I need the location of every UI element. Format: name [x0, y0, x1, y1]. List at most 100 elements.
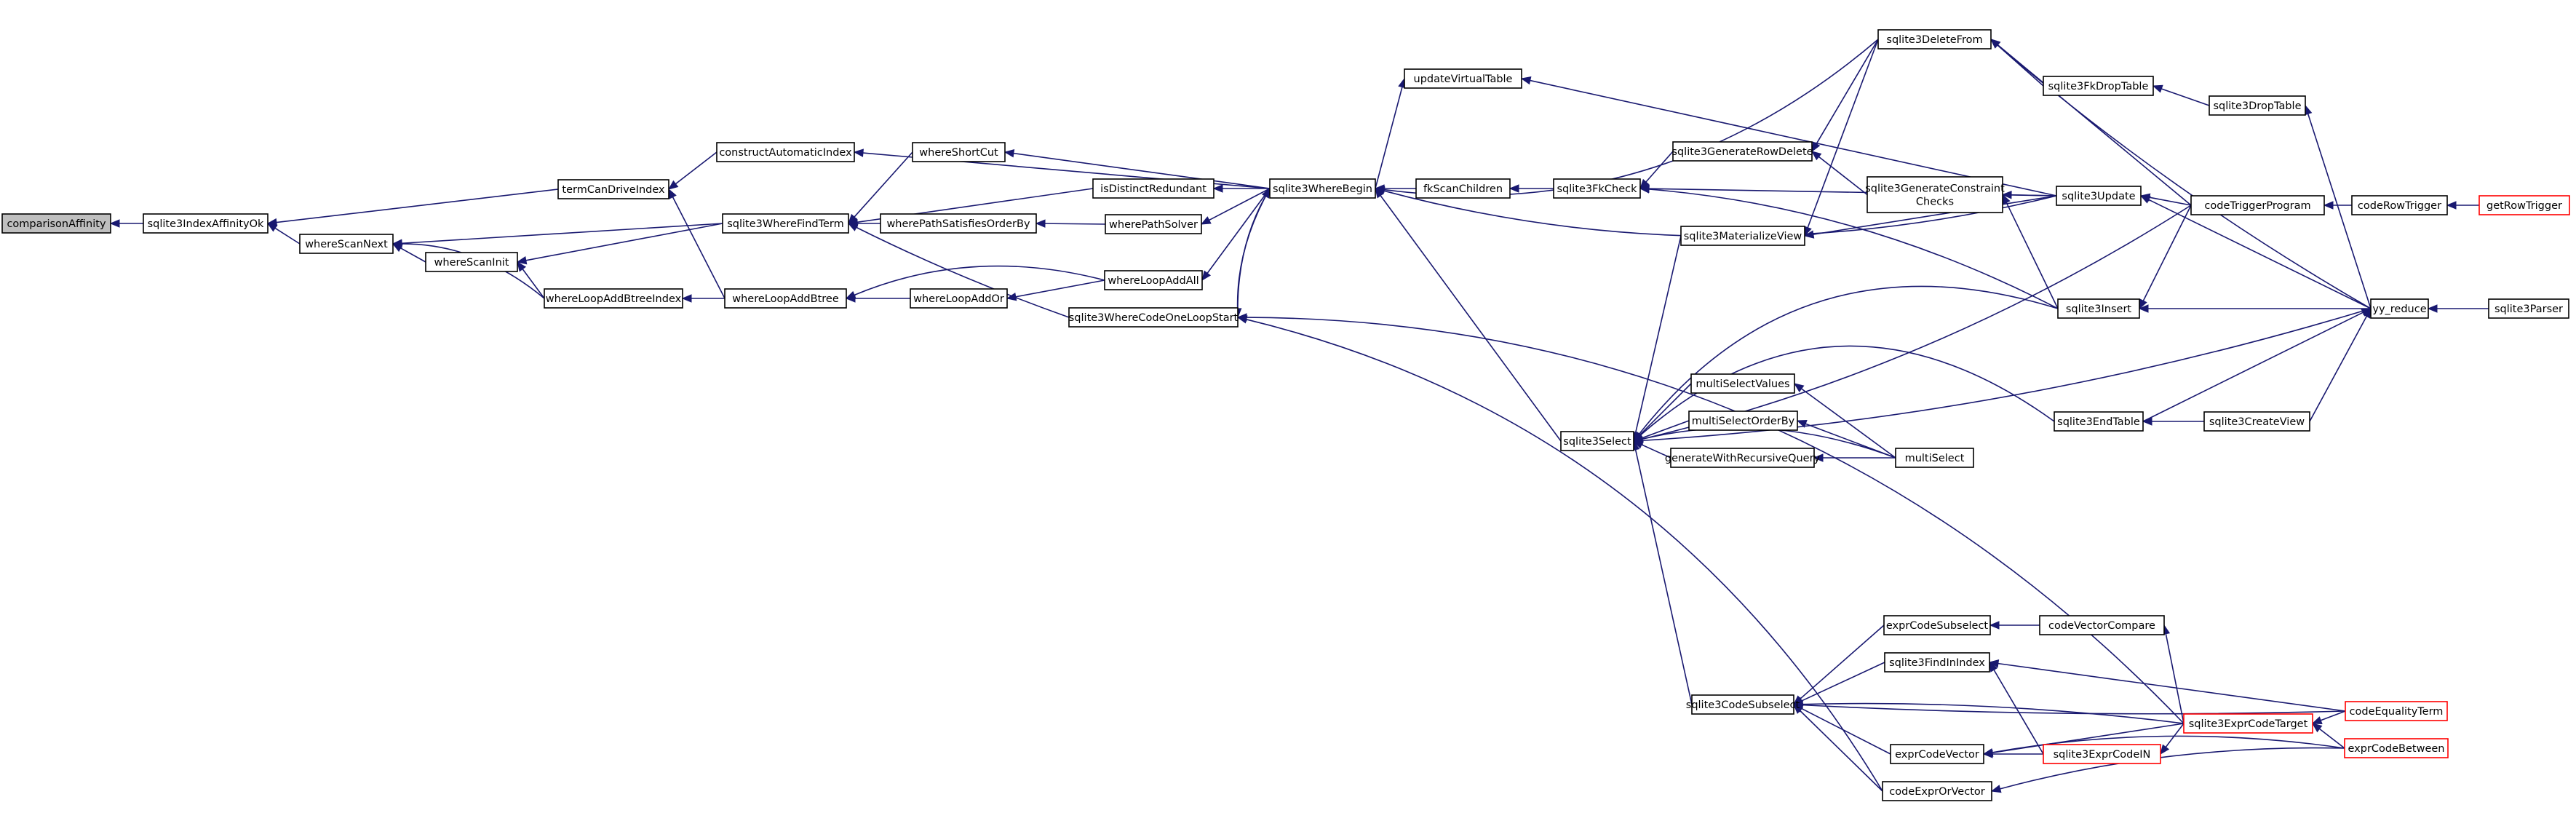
node-multiSelectValues[interactable]: multiSelectValues	[1690, 373, 1795, 394]
node-box	[1672, 141, 1813, 162]
edge-line	[1639, 383, 1692, 436]
node-multiSelectOrderBy[interactable]: multiSelectOrderBy	[1688, 410, 1798, 431]
node-box	[1560, 431, 1634, 451]
node-exprCodeBetween[interactable]: exprCodeBetween	[2344, 738, 2449, 758]
edge-line	[1813, 195, 2057, 235]
node-box	[143, 213, 269, 234]
node-box	[1890, 744, 1984, 764]
node-box	[299, 234, 394, 254]
node-box	[1877, 29, 1992, 49]
edge-sqlite3ExprCodeTarget-to-codeVectorCompare	[2161, 624, 2185, 724]
node-sqlite3Parser[interactable]: sqlite3Parser	[2488, 298, 2569, 319]
node-sqlite3Select[interactable]: sqlite3Select	[1560, 431, 1634, 451]
node-sqlite3CodeSubselect[interactable]: sqlite3CodeSubselect	[1686, 694, 1800, 715]
edge-arrowhead	[2138, 304, 2149, 313]
edge-line	[1993, 669, 2044, 755]
node-sqlite3FkCheck[interactable]: sqlite3FkCheck	[1553, 178, 1641, 199]
edge-line	[2000, 747, 2345, 790]
edge-arrowhead	[1990, 39, 2001, 49]
node-sqlite3FkDropTable[interactable]: sqlite3FkDropTable	[2043, 76, 2154, 96]
node-whereLoopAddBtree[interactable]: whereLoopAddBtree	[724, 288, 847, 309]
node-wherePathSolver[interactable]: wherePathSolver	[1105, 214, 1202, 234]
edge-arrowhead	[667, 180, 679, 190]
node-box	[1415, 178, 1511, 199]
edge-line	[1634, 449, 1693, 705]
edge-sqlite3CreateView-to-sqlite3EndTable	[2142, 417, 2204, 426]
node-wherePathSatisfiesOrderBy[interactable]: wherePathSatisfiesOrderBy	[880, 213, 1037, 234]
node-box	[2209, 95, 2306, 116]
edge-line	[1246, 319, 1883, 792]
edge-whereLoopAddBtree-to-whereLoopAddBtreeIndex	[681, 294, 725, 303]
node-whereLoopAddOr[interactable]: whereLoopAddOr	[910, 288, 1008, 309]
node-codeTriggerProgram[interactable]: codeTriggerProgram	[2190, 195, 2325, 215]
node-isDistinctRedundant[interactable]: isDistinctRedundant	[1092, 178, 1215, 199]
node-label: sqlite3Update	[2062, 191, 2135, 202]
edge-sqlite3DeleteFrom-to-sqlite3GenerateRowDelete	[1811, 39, 1879, 153]
node-codeRowTrigger[interactable]: codeRowTrigger	[2351, 195, 2448, 215]
edge-sqlite3DeleteFrom-to-sqlite3WhereBegin	[1374, 39, 1879, 197]
node-codeExprOrVector[interactable]: codeExprOrVector	[1882, 781, 1992, 801]
node-sqlite3FindInIndex[interactable]: sqlite3FindInIndex	[1884, 652, 1990, 673]
node-sqlite3Update[interactable]: sqlite3Update	[2056, 186, 2142, 206]
edge-whereScanNext-to-sqlite3IndexAffinityOk	[266, 223, 301, 245]
node-sqlite3EndTable[interactable]: sqlite3EndTable	[2054, 411, 2144, 432]
node-getRowTrigger[interactable]: getRowTrigger	[2478, 195, 2570, 215]
node-sqlite3Insert[interactable]: sqlite3Insert	[2057, 298, 2140, 319]
node-box	[2345, 701, 2448, 721]
node-codeVectorCompare[interactable]: codeVectorCompare	[2039, 615, 2165, 635]
node-sqlite3CreateView[interactable]: sqlite3CreateView	[2203, 411, 2310, 432]
node-whereScanInit[interactable]: whereScanInit	[425, 252, 518, 272]
node-sqlite3ExprCodeIN[interactable]: sqlite3ExprCodeIN	[2043, 744, 2161, 764]
node-sqlite3DeleteFrom[interactable]: sqlite3DeleteFrom	[1877, 29, 1992, 49]
node-termCanDriveIndex[interactable]: termCanDriveIndex	[557, 179, 669, 199]
node-updateVirtualTable[interactable]: updateVirtualTable	[1404, 68, 1522, 89]
node-multiSelect[interactable]: multiSelect	[1895, 448, 1974, 468]
node-constructAutomaticIndex[interactable]: constructAutomaticIndex	[716, 142, 855, 162]
node-fkScanChildren[interactable]: fkScanChildren	[1415, 178, 1511, 199]
node-codeEqualityTerm[interactable]: codeEqualityTerm	[2345, 701, 2448, 721]
node-label: sqlite3FkCheck	[1557, 183, 1638, 195]
edge-line	[1800, 710, 1883, 792]
node-sqlite3ExprCodeTarget[interactable]: sqlite3ExprCodeTarget	[2183, 713, 2313, 734]
edge-arrowhead	[2142, 417, 2152, 426]
edge-line	[276, 189, 559, 223]
node-sqlite3WhereFindTerm[interactable]: sqlite3WhereFindTerm	[722, 213, 849, 234]
node-box	[2054, 411, 2144, 432]
node-whereLoopAddBtreeIndex[interactable]: whereLoopAddBtreeIndex	[544, 288, 683, 309]
edge-line	[1236, 188, 1271, 309]
edge-line	[2148, 199, 2372, 309]
edge-line	[1639, 345, 2055, 436]
node-box	[2043, 744, 2161, 764]
edge-arrowhead	[2001, 191, 2012, 199]
node-box	[2057, 298, 2140, 319]
node-sqlite3GenerateRowDelete[interactable]: sqlite3GenerateRowDelete	[1671, 141, 1813, 162]
node-box	[910, 288, 1008, 309]
node-whereScanNext[interactable]: whereScanNext	[299, 234, 394, 254]
node-sqlite3WhereBegin[interactable]: sqlite3WhereBegin	[1269, 178, 1376, 199]
edge-sqlite3WhereBegin-to-wherePathSolver	[1200, 188, 1271, 225]
node-box	[1691, 694, 1794, 715]
node-exprCodeSubselect[interactable]: exprCodeSubselect	[1883, 615, 1991, 635]
node-whereLoopAddAll[interactable]: whereLoopAddAll	[1104, 270, 1203, 290]
node-box	[1884, 652, 1990, 673]
node-label: multiSelect	[1905, 453, 1965, 464]
node-whereShortCut[interactable]: whereShortCut	[912, 142, 1006, 162]
node-exprCodeVector[interactable]: exprCodeVector	[1890, 744, 1984, 764]
edge-line	[1642, 308, 2372, 442]
node-yy_reduce[interactable]: yy_reduce	[2370, 298, 2429, 319]
edge-line	[2011, 194, 2057, 197]
node-box	[2203, 411, 2310, 432]
edge-multiSelect-to-multiSelectOrderBy	[1796, 420, 1896, 459]
edge-sqlite3WhereFindTerm-to-whereScanNext	[391, 223, 723, 247]
edge-line	[1802, 704, 2346, 715]
edge-multiSelectValues-to-sqlite3Select	[1633, 383, 1692, 442]
node-sqlite3IndexAffinityOk[interactable]: sqlite3IndexAffinityOk	[143, 213, 269, 234]
node-comparisonAffinity[interactable]: comparisonAffinity	[1, 213, 111, 234]
edge-wherePathSolver-to-wherePathSatisfiesOrderBy	[1035, 219, 1106, 228]
edge-sqlite3WhereFindTerm-to-whereScanInit	[516, 223, 723, 265]
node-sqlite3MaterializeView[interactable]: sqlite3MaterializeView	[1680, 226, 1805, 246]
node-generateWithRecursiveQuery[interactable]: generateWithRecursiveQuery	[1665, 448, 1821, 468]
node-sqlite3DropTable[interactable]: sqlite3DropTable	[2209, 95, 2306, 116]
node-sqlite3WhereCodeOneLoopStart[interactable]: sqlite3WhereCodeOneLoopStart	[1068, 307, 1239, 328]
